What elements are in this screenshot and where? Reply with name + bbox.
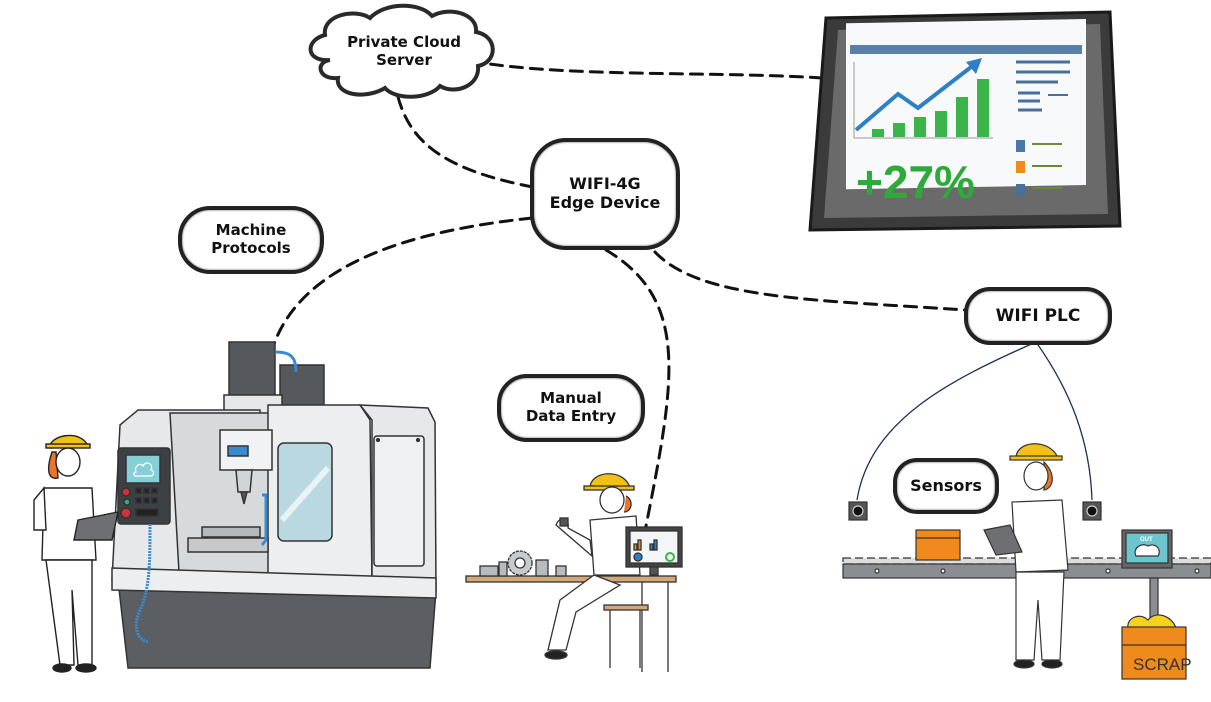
sensor-wires <box>856 341 1093 501</box>
sensors-label: Sensors <box>910 475 982 495</box>
connectors <box>270 50 967 528</box>
scrap-bin <box>1121 626 1187 680</box>
manual-data-entry-label: Manual Data Entry <box>525 389 617 425</box>
dashboard-widgets <box>1016 140 1062 196</box>
worker-left-illustration <box>33 434 119 673</box>
edge-device-node[interactable]: WIFI-4G Edge Device <box>530 138 680 250</box>
edge-device-label: WIFI-4G Edge Device <box>549 174 661 212</box>
manual-data-entry-node[interactable]: Manual Data Entry <box>497 374 645 442</box>
dashboard-kpi: +27% <box>856 156 975 208</box>
dashboard-bar <box>893 123 905 137</box>
cloud-node[interactable] <box>308 3 495 99</box>
cloud-server-label[interactable]: Private Cloud Server <box>347 33 461 69</box>
dashboard-bar <box>935 111 947 137</box>
machine-protocols-label: Machine Protocols <box>211 221 291 257</box>
wifi-plc-label: WIFI PLC <box>995 305 1081 326</box>
wire-plc-sensor-right <box>1035 341 1093 501</box>
dashboard-bar <box>956 97 968 137</box>
wifi-plc-node[interactable]: WIFI PLC <box>964 287 1112 345</box>
scrap-label: SCRAP <box>1133 655 1192 674</box>
dashboard-monitor: +27% <box>808 10 1122 232</box>
workstation-illustration <box>465 473 683 672</box>
dashboard-header-bar <box>850 45 1082 54</box>
dashboard-bar <box>872 129 884 137</box>
dashboard-bars <box>872 79 989 137</box>
dashboard-bar <box>977 79 989 137</box>
edge-edgedevice-manual <box>604 248 671 528</box>
edge-cloud-edgedevice <box>396 95 540 190</box>
cnc-screen <box>125 454 161 484</box>
out-label: OUT <box>1140 537 1153 543</box>
edge-edgedevice-protocols <box>270 216 534 352</box>
dashboard-side-list <box>1016 60 1070 112</box>
cnc-machine-illustration <box>111 341 437 669</box>
cloud-icon <box>308 3 495 99</box>
wire-plc-sensor-left <box>856 341 1037 501</box>
machine-protocols-node[interactable]: Machine Protocols <box>178 206 324 274</box>
trend-arrow-head <box>966 58 982 74</box>
trend-arrow-line <box>854 62 977 132</box>
orange-box <box>915 529 961 561</box>
sensors-node[interactable]: Sensors <box>893 458 999 514</box>
edge-edgedevice-plc <box>653 250 967 312</box>
conveyor-illustration: OUT SCRAP <box>842 443 1211 680</box>
dashboard-bar <box>914 117 926 137</box>
